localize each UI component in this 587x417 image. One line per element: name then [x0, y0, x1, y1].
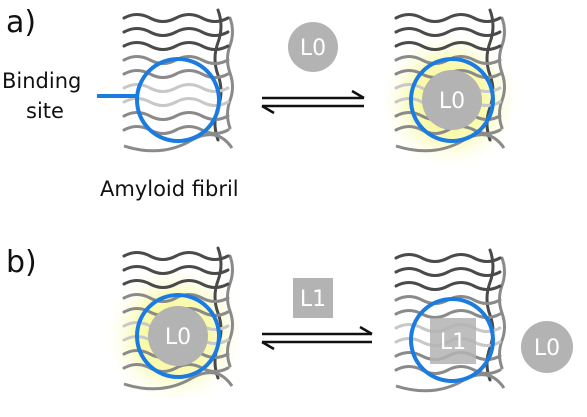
- fibril-strand: [394, 125, 502, 135]
- binding-site-ring-a-right: [409, 57, 495, 143]
- ligand-l1-bound-label: L1: [440, 330, 466, 355]
- ligand-l1-bound: [430, 318, 476, 364]
- fibril-strand: [122, 363, 230, 373]
- fibril-tail-strand: [123, 371, 234, 391]
- ligand-l0-released: [521, 321, 573, 373]
- fibril-backbone: [226, 16, 234, 130]
- fibril-strand: [394, 281, 502, 291]
- equilibrium-arrow-a: [261, 89, 365, 115]
- fibril-strand: [122, 97, 230, 107]
- fibril-strand: [122, 251, 230, 261]
- ligand-l0-bound-a-label: L0: [439, 89, 465, 114]
- fibril-strand: [122, 41, 230, 51]
- ligand-l0-free-a: [288, 22, 338, 72]
- fibril-strand: [122, 27, 230, 37]
- fibril-strand: [122, 111, 230, 121]
- ligand-l0-bound-b-label: L0: [165, 325, 191, 350]
- fibril-backbone: [498, 16, 506, 130]
- panel-b-label: b): [6, 245, 37, 280]
- ligand-l1-incoming: [293, 278, 333, 318]
- ligand-l1-incoming-label: L1: [300, 287, 326, 312]
- fibril-backbone: [498, 256, 506, 370]
- fibril-strand: [394, 41, 502, 51]
- fibril-backbone: [226, 254, 234, 368]
- reverse-arrow-head-b: [261, 340, 275, 351]
- equilibrium-arrow-b: [261, 325, 373, 351]
- fibril-strand: [122, 125, 230, 135]
- ligand-l0-released-label: L0: [534, 336, 560, 361]
- panel-a-label: a): [6, 5, 36, 40]
- fibril-strand: [394, 309, 502, 319]
- fibril-strand: [122, 293, 230, 303]
- fibril-b-left: [122, 246, 234, 391]
- fibril-strand: [122, 13, 230, 23]
- fibril-strand: [394, 253, 502, 263]
- fibril-strand: [394, 13, 502, 23]
- binding-site-ring-a-left: [135, 57, 221, 143]
- fibril-strand: [394, 267, 502, 277]
- binding-site-ring-b-left: [135, 293, 221, 379]
- ligand-l0-free-a-label: L0: [300, 36, 326, 61]
- forward-arrow-head-a: [351, 89, 365, 100]
- forward-arrow-head-b: [359, 325, 373, 336]
- ligand-l0-bound-b: [148, 306, 208, 366]
- fibril-strand: [122, 265, 230, 275]
- ligand-l0-bound-a: [422, 70, 482, 130]
- binding-site-ring-b-right: [409, 297, 495, 383]
- fibril-strand: [394, 27, 502, 37]
- fibril-strand: [122, 83, 230, 93]
- fibril-strand: [122, 279, 230, 289]
- reverse-arrow-head-a: [261, 104, 275, 115]
- binding-label-line2: site: [26, 99, 64, 123]
- binding-label-line1: Binding: [2, 69, 81, 93]
- fibril-caption: Amyloid fibril: [100, 177, 239, 201]
- fibril-strand: [394, 365, 502, 375]
